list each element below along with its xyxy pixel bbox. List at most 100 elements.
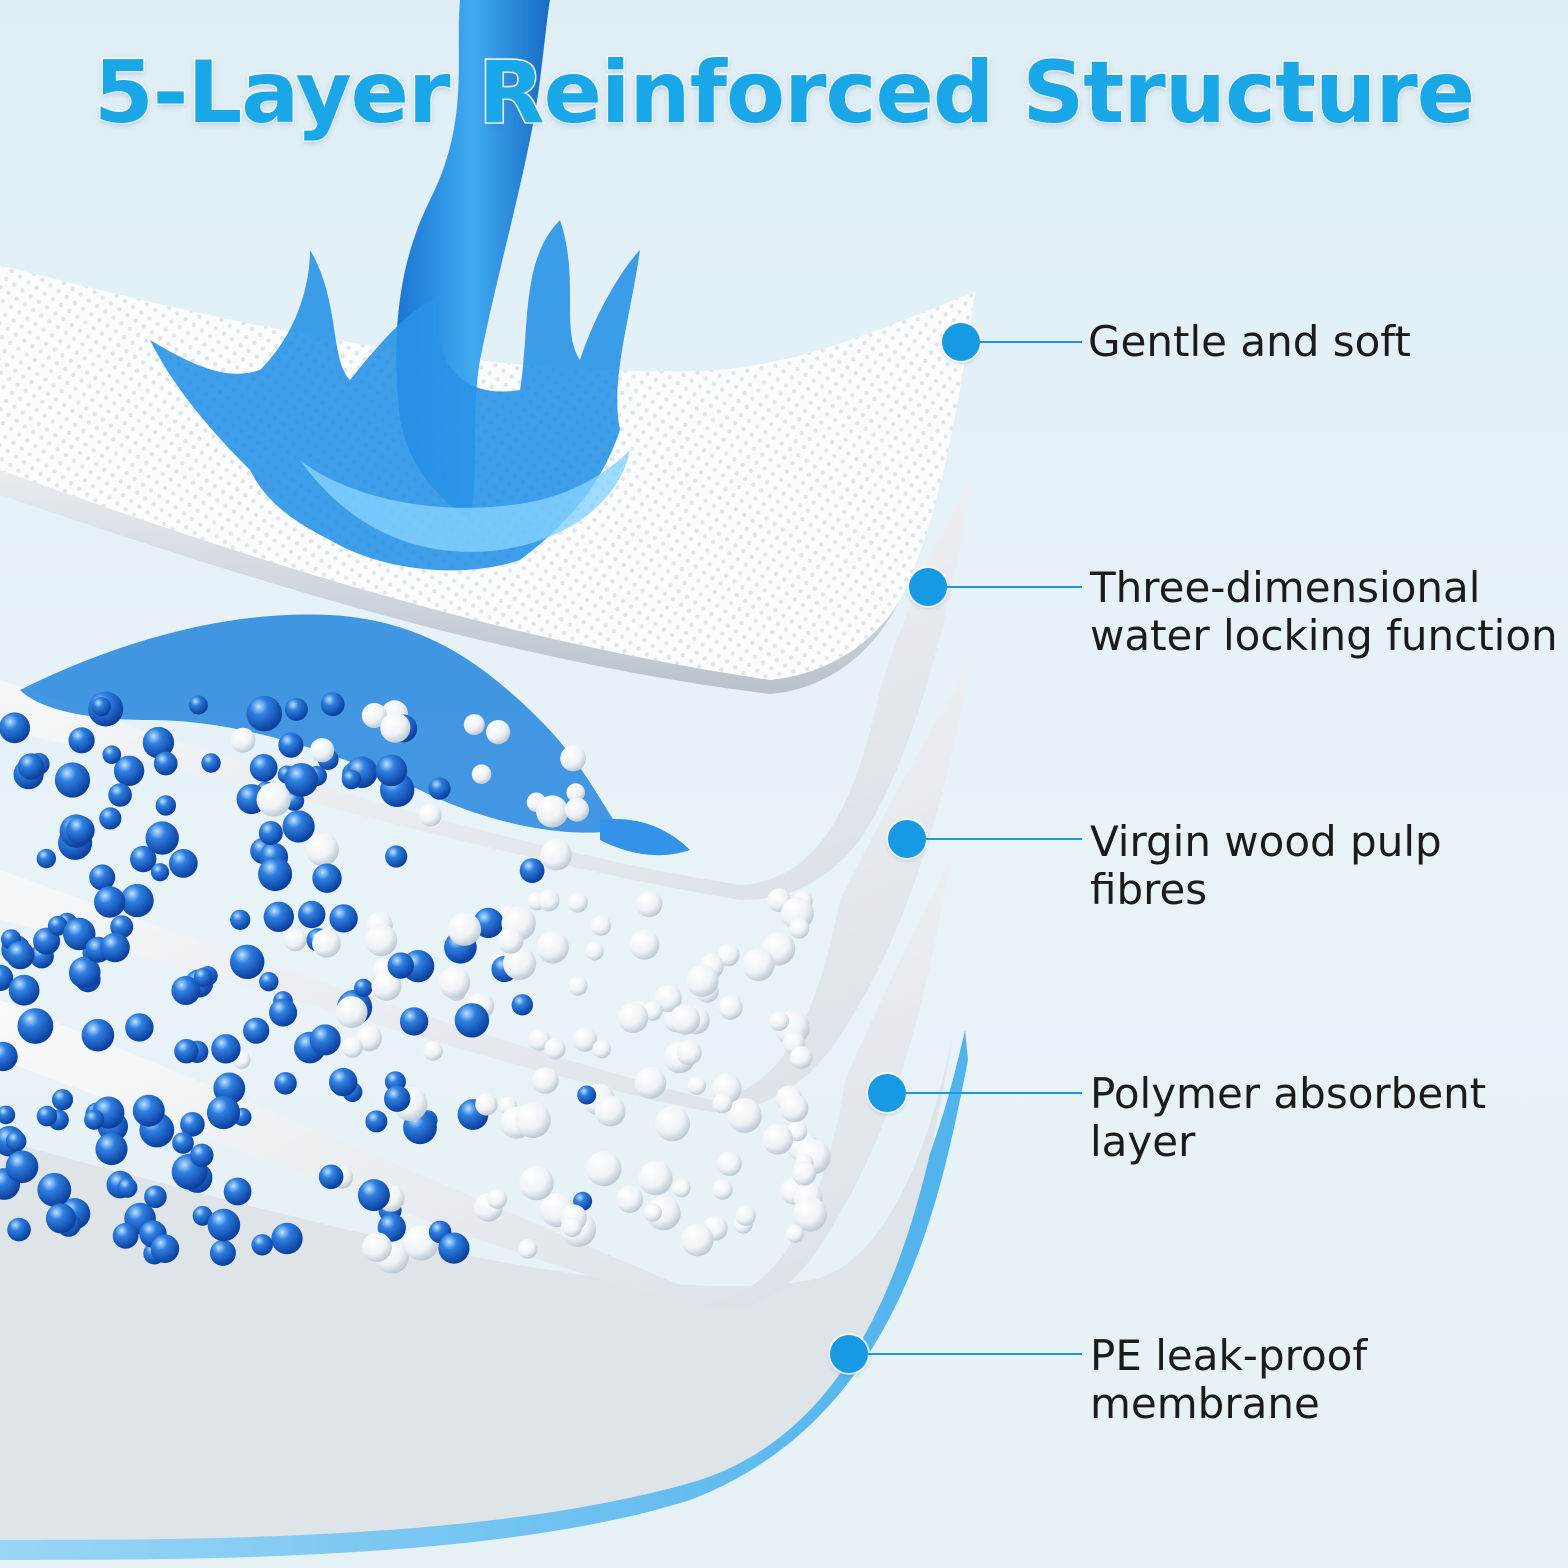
white-bead: [517, 1239, 538, 1259]
blue-bead: [454, 1003, 490, 1038]
white-bead: [471, 764, 492, 784]
white-bead: [519, 1165, 554, 1201]
blue-bead: [269, 998, 298, 1027]
blue-bead: [511, 994, 533, 1016]
blue-bead: [354, 978, 373, 998]
blue-bead: [259, 972, 279, 992]
blue-bead: [17, 1008, 54, 1044]
blue-bead: [112, 1222, 139, 1249]
white-bead: [769, 1011, 789, 1031]
blue-bead: [36, 848, 56, 869]
blue-bead: [144, 1185, 167, 1209]
callout-label: PE leak-proof membrane: [1090, 1331, 1368, 1428]
blue-bead: [7, 1217, 31, 1242]
white-bead: [515, 1102, 551, 1139]
blue-bead: [0, 712, 30, 744]
white-bead: [712, 1179, 733, 1200]
blue-bead: [384, 1085, 411, 1112]
white-bead: [676, 1040, 702, 1066]
callout-dot: [942, 323, 980, 361]
blue-bead: [230, 944, 265, 979]
white-bead: [789, 918, 810, 939]
white-bead: [312, 929, 341, 958]
blue-bead: [66, 816, 95, 845]
white-bead: [532, 1067, 559, 1094]
white-bead: [284, 928, 307, 952]
blue-bead: [312, 863, 342, 893]
white-bead: [335, 996, 368, 1028]
callout-dot: [868, 1074, 906, 1112]
blue-bead: [180, 1112, 205, 1137]
blue-bead: [6, 940, 35, 970]
white-bead: [365, 924, 398, 957]
white-bead: [780, 1094, 809, 1123]
blue-bead: [438, 1232, 470, 1264]
white-bead: [355, 1025, 382, 1052]
blue-bead: [329, 1067, 358, 1097]
white-bead: [380, 712, 411, 743]
white-bead: [544, 1038, 566, 1060]
blue-bead: [0, 1105, 16, 1125]
callout-dot: [830, 1335, 868, 1373]
blue-bead: [36, 1105, 58, 1127]
white-bead: [475, 1093, 498, 1116]
white-bead: [669, 1004, 701, 1035]
blue-bead: [399, 1007, 429, 1036]
white-bead: [562, 1217, 583, 1237]
blue-bead: [258, 857, 293, 892]
blue-bead: [54, 762, 91, 798]
callout-line: [926, 838, 1082, 840]
white-bead: [654, 984, 682, 1013]
blue-bead: [150, 1234, 180, 1263]
blue-bead: [155, 795, 176, 816]
white-bead: [687, 1076, 706, 1095]
blue-bead: [263, 901, 294, 932]
blue-bead: [201, 753, 221, 773]
white-bead: [717, 943, 740, 967]
blue-bead: [211, 1034, 241, 1064]
white-bead: [305, 832, 339, 867]
blue-bead: [81, 1018, 115, 1052]
blue-bead: [243, 1017, 270, 1044]
blue-bead: [89, 864, 116, 891]
white-bead: [791, 1160, 817, 1186]
blue-bead: [51, 1089, 74, 1111]
white-bead: [361, 702, 387, 729]
blue-bead: [47, 915, 68, 936]
white-bead: [594, 1095, 626, 1127]
blue-bead: [188, 695, 208, 715]
callout-dot: [888, 820, 926, 858]
blue-bead: [130, 845, 157, 873]
blue-bead: [341, 769, 362, 790]
blue-bead: [206, 1095, 241, 1130]
white-bead: [572, 1027, 597, 1052]
white-bead: [565, 797, 589, 822]
blue-bead: [68, 727, 95, 754]
blue-bead: [63, 917, 96, 951]
callout-line: [906, 1092, 1082, 1094]
white-bead: [586, 1151, 622, 1187]
white-bead: [536, 931, 569, 964]
blue-bead: [84, 1109, 105, 1130]
callout-label: Virgin wood pulp fibres: [1090, 817, 1442, 914]
callout-label: Polymer absorbent layer: [1090, 1069, 1487, 1166]
white-bead: [537, 889, 560, 912]
white-bead: [497, 927, 524, 954]
white-bead: [638, 1161, 673, 1196]
blue-bead: [209, 1239, 236, 1266]
blue-bead: [519, 858, 545, 883]
blue-bead: [120, 883, 154, 918]
white-bead: [567, 975, 588, 996]
blue-bead: [357, 1179, 390, 1212]
blue-bead: [150, 863, 170, 882]
blue-bead: [193, 967, 213, 987]
blue-bead: [387, 952, 414, 979]
polymer-layer: [0, 860, 950, 1310]
blue-bead: [0, 1041, 18, 1072]
white-bead: [762, 1124, 793, 1155]
callout-line: [980, 341, 1082, 343]
blue-bead: [145, 821, 179, 855]
white-bead: [540, 839, 572, 871]
white-bead: [230, 727, 256, 753]
